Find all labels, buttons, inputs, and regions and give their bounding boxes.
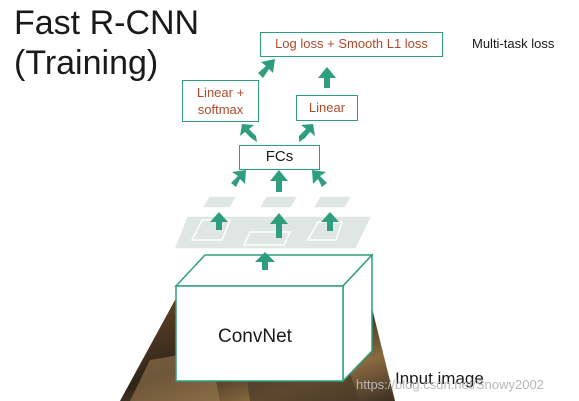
arrow-softmax-to-loss xyxy=(258,59,275,78)
fcs-label: FCs xyxy=(265,148,294,165)
title-line-1: Fast R-CNN xyxy=(14,4,200,42)
arrow-roi-middle-up xyxy=(270,213,288,238)
linear-head-label: Linear xyxy=(308,100,346,115)
multitask-loss-label: Multi-task loss xyxy=(472,36,555,51)
linear-head-box: Linear xyxy=(296,95,358,121)
arrow-linear-to-loss xyxy=(318,67,336,88)
loss-box: Log loss + Smooth L1 loss xyxy=(260,32,443,57)
softmax-head-line-2: softmax xyxy=(197,102,244,117)
arrow-pool-right-to-fcs xyxy=(312,170,327,187)
watermark: https://blog.csdn.net/Snowy2002 xyxy=(356,377,544,392)
fcs-box: FCs xyxy=(239,145,320,170)
arrow-roi-left-up xyxy=(210,212,228,230)
loss-box-label: Log loss + Smooth L1 loss xyxy=(275,36,428,51)
arrow-pool-middle-to-fcs xyxy=(270,170,288,192)
arrow-fcs-to-linear xyxy=(299,124,315,142)
softmax-head-line-1: Linear + xyxy=(196,85,245,100)
convnet-label: ConvNet xyxy=(218,326,292,347)
softmax-head-box: Linear + softmax xyxy=(182,80,259,122)
input-image-label: Input image xyxy=(395,369,484,388)
title-line-2: (Training) xyxy=(14,44,159,82)
arrow-convnet-to-features xyxy=(255,252,275,270)
arrow-roi-right-up xyxy=(321,212,339,231)
arrow-pool-left-to-fcs xyxy=(231,170,246,187)
arrow-fcs-to-softmax xyxy=(240,124,257,142)
